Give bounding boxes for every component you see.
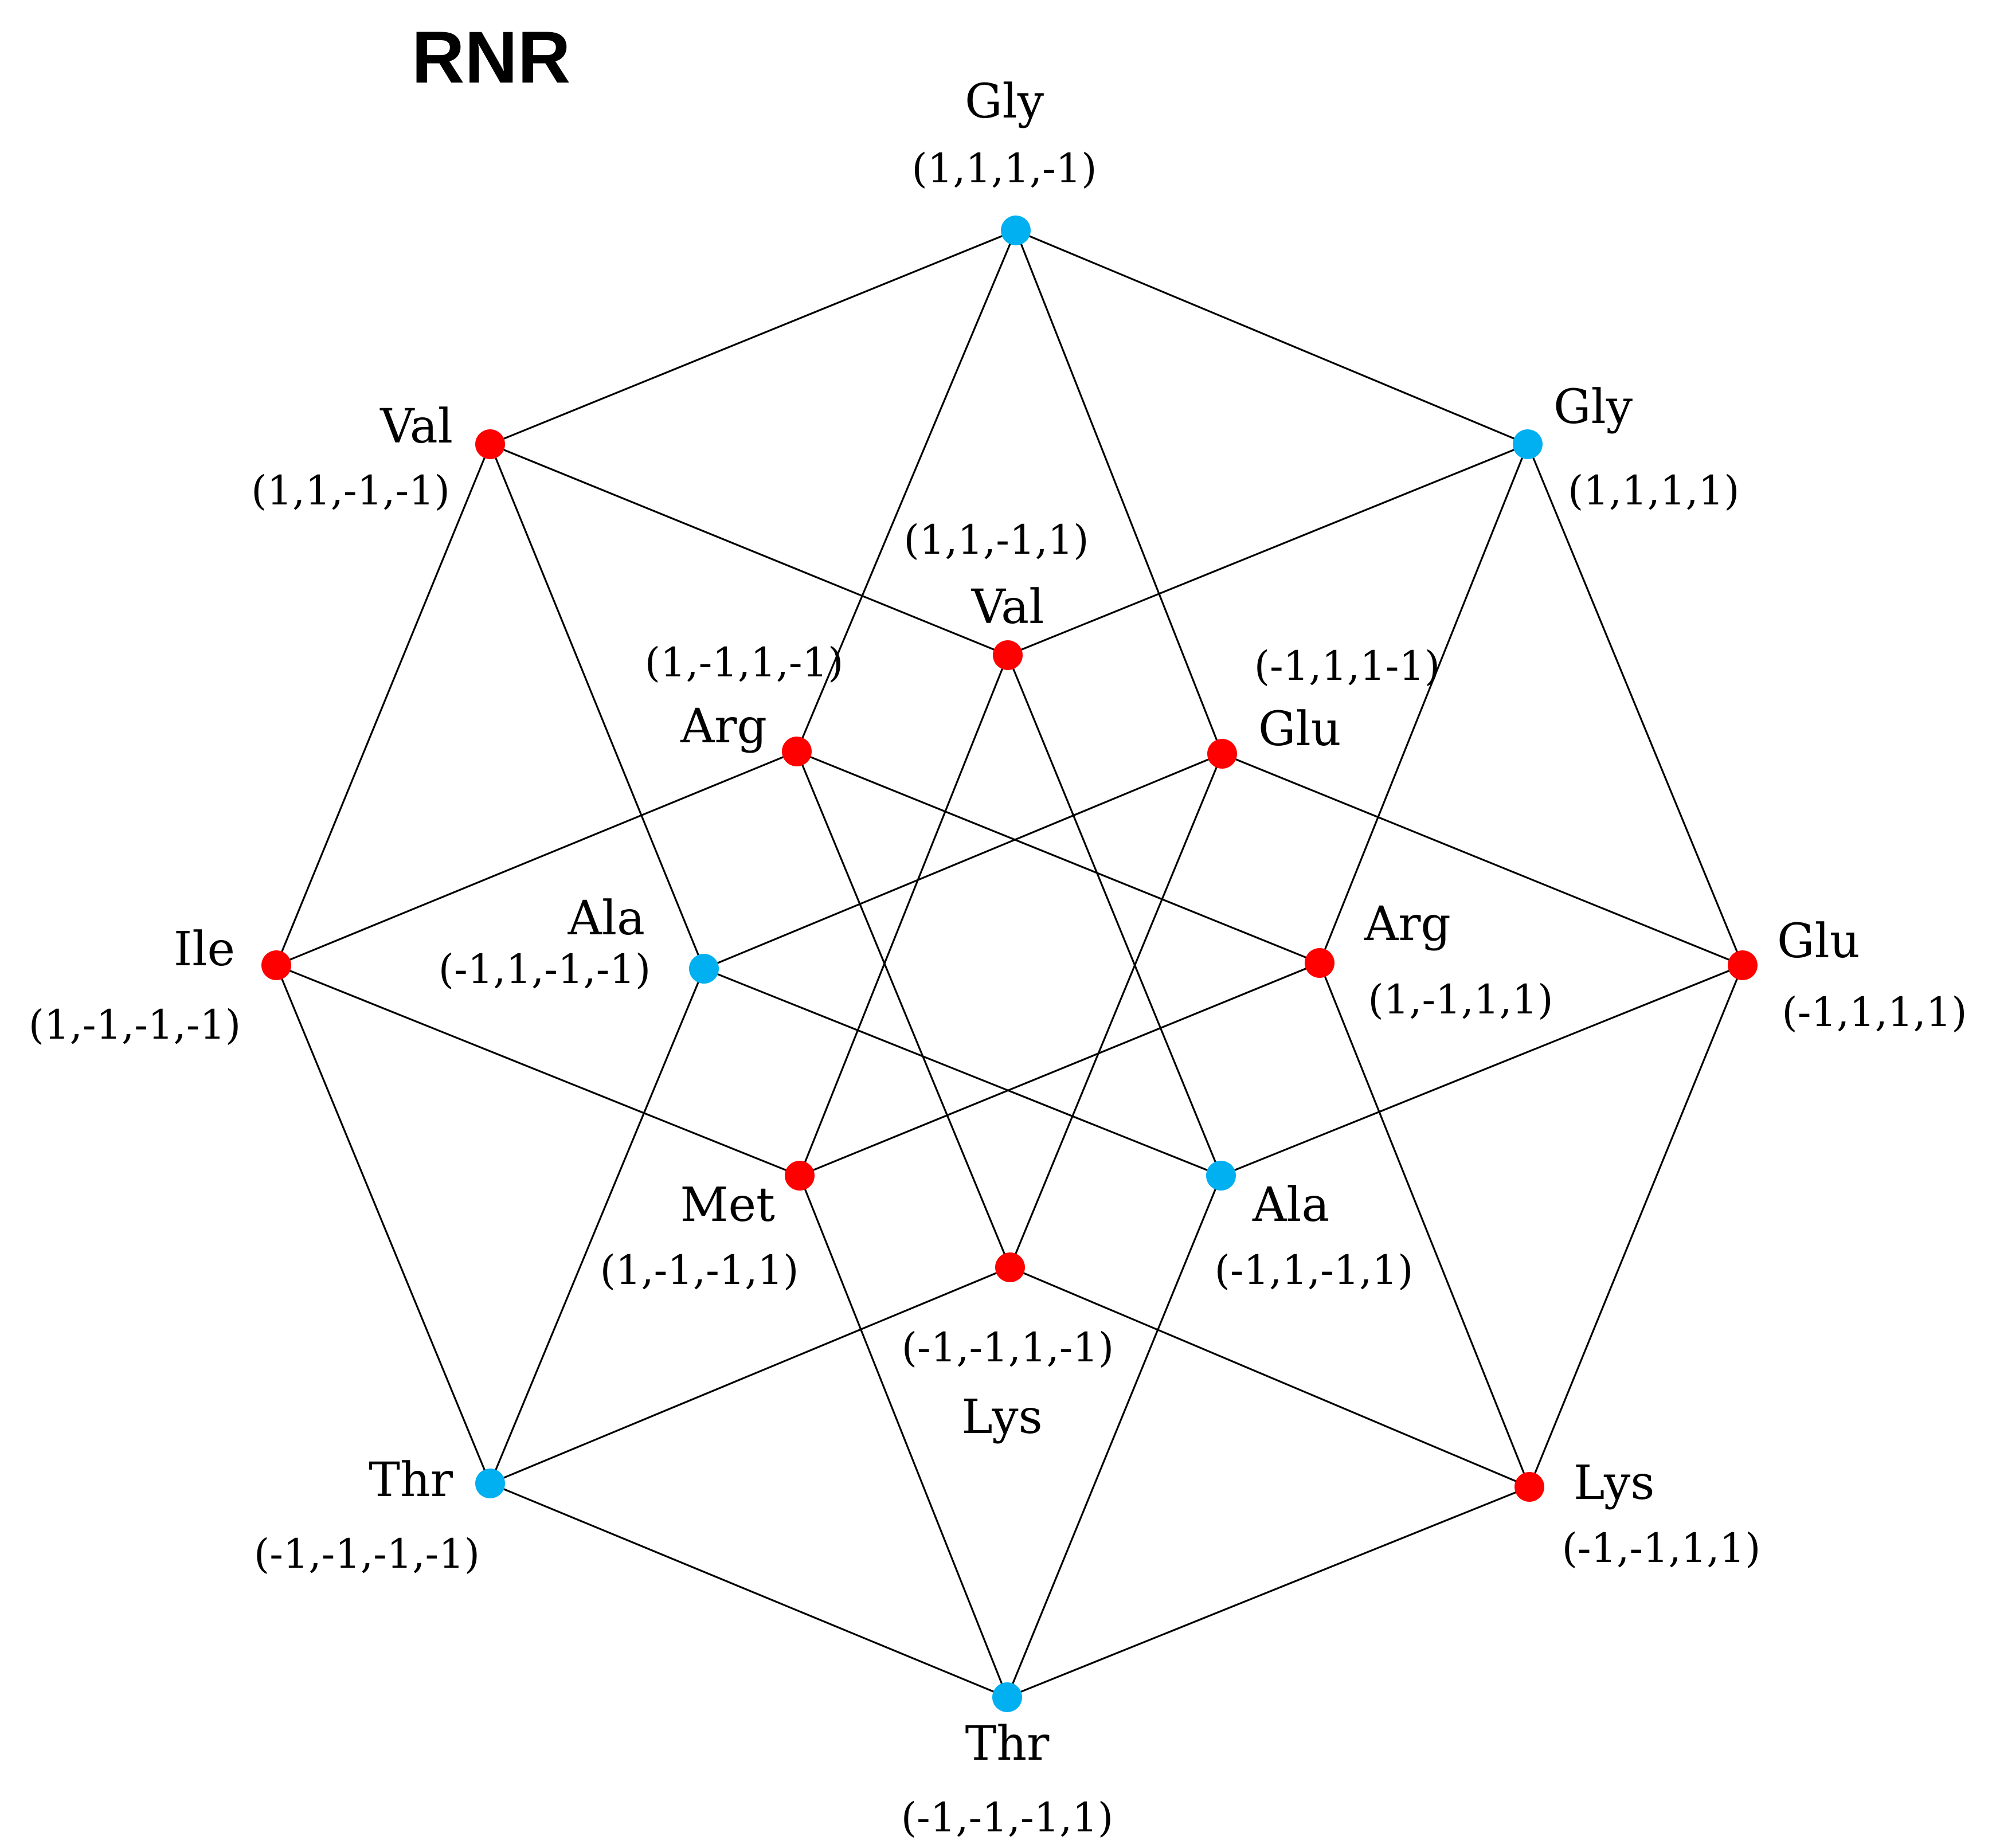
node-coord-n15: (-1,-1,1,1) [1562, 1525, 1761, 1572]
node-name-n2: Val [379, 400, 453, 454]
edge-n8-n12 [703, 968, 1222, 1177]
node-name-n1: Gly [965, 75, 1044, 129]
node-coord-n4: (1,1,-1,1) [903, 516, 1089, 563]
node-dot-n13 [995, 1252, 1025, 1282]
node-dot-n6 [1207, 739, 1237, 769]
edge-n5-n9 [796, 750, 1321, 964]
node-name-n15: Lys [1574, 1456, 1654, 1510]
edge-n7-n11 [275, 964, 801, 1177]
node-dot-n14 [475, 1469, 505, 1498]
edge-n9-n11 [799, 962, 1321, 1177]
edge-n4-n11 [799, 654, 1009, 1177]
node-dot-n16 [992, 1682, 1022, 1712]
label-layer: Gly (1,1,1,-1) Val (1,1,-1,-1) Gly (1,1,1,1) V… [29, 75, 1967, 1841]
node-name-n12: Ala [1252, 1178, 1329, 1232]
edge-n5-n7 [275, 750, 798, 966]
node-name-n14: Thr [369, 1453, 453, 1508]
edge-n1-n5 [796, 229, 1017, 753]
node-name-n6: Glu [1258, 702, 1341, 757]
edge-n10-n12 [1220, 964, 1744, 1177]
node-name-n8: Ala [568, 891, 645, 946]
edge-layer [275, 229, 1744, 1698]
node-dot-n4 [993, 640, 1023, 670]
edge-n1-n6 [1015, 229, 1223, 755]
edge-n5-n13 [796, 750, 1011, 1268]
node-coord-n8: (-1,1,-1,-1) [439, 946, 651, 993]
edge-n4-n12 [1007, 654, 1222, 1177]
node-dot-n12 [1206, 1161, 1236, 1191]
edge-n12-n16 [1006, 1174, 1222, 1698]
edge-n14-n16 [489, 1482, 1008, 1698]
node-coord-n3: (1,1,1,1) [1568, 467, 1740, 514]
node-dot-n1 [1001, 216, 1031, 245]
edge-n1-n2 [489, 229, 1017, 445]
edge-n13-n15 [1009, 1266, 1531, 1488]
node-name-n16: Thr [965, 1717, 1050, 1771]
node-dot-n2 [475, 429, 505, 459]
node-dot-n3 [1513, 429, 1543, 459]
edge-n10-n15 [1528, 964, 1744, 1488]
node-coord-n16: (-1,-1,-1,1) [901, 1794, 1113, 1841]
node-coord-n11: (1,-1,-1,1) [600, 1247, 799, 1294]
node-dot-n7 [261, 950, 291, 980]
edge-n9-n15 [1318, 962, 1531, 1488]
edge-n2-n7 [275, 443, 491, 966]
node-name-n4: Val [971, 580, 1044, 635]
node-coord-n6: (-1,1,1-1) [1254, 643, 1441, 690]
node-coord-n9: (1,-1,1,1) [1368, 976, 1553, 1023]
edge-n11-n16 [799, 1174, 1008, 1698]
node-dot-n8 [689, 954, 719, 984]
edge-n8-n14 [489, 968, 705, 1485]
node-name-n13: Lys [961, 1390, 1042, 1444]
node-coord-n1: (1,1,1,-1) [911, 145, 1097, 192]
edge-n15-n16 [1006, 1486, 1531, 1698]
edge-n2-n8 [489, 443, 705, 970]
node-dot-n11 [785, 1161, 815, 1191]
node-name-n5: Arg [680, 699, 767, 754]
node-coord-n10: (-1,1,1,1) [1782, 989, 1967, 1036]
edge-n3-n4 [1007, 443, 1529, 656]
node-layer [261, 216, 1758, 1712]
node-coord-n13: (-1,-1,1,-1) [902, 1324, 1114, 1371]
node-name-n9: Arg [1364, 897, 1451, 952]
node-coord-n5: (1,-1,1,-1) [645, 639, 844, 686]
edge-n2-n4 [489, 443, 1009, 656]
edge-n7-n14 [275, 964, 491, 1485]
node-name-n3: Gly [1553, 380, 1633, 434]
node-name-n7: Ile [174, 922, 235, 977]
node-dot-n15 [1514, 1472, 1544, 1502]
node-coord-n12: (-1,1,-1,1) [1215, 1247, 1414, 1294]
edge-n3-n10 [1527, 443, 1744, 966]
node-name-n11: Met [680, 1178, 775, 1232]
node-coord-n14: (-1,-1,-1,-1) [254, 1530, 480, 1577]
node-dot-n10 [1728, 950, 1758, 980]
node-dot-n9 [1305, 948, 1334, 978]
node-coord-n7: (1,-1,-1,-1) [29, 1001, 241, 1048]
edge-n6-n13 [1009, 753, 1223, 1268]
node-name-n10: Glu [1777, 914, 1860, 969]
edge-n1-n3 [1015, 229, 1529, 445]
edge-n6-n10 [1221, 753, 1744, 966]
edge-n13-n14 [489, 1266, 1011, 1485]
node-coord-n2: (1,1,-1,-1) [251, 467, 450, 514]
node-dot-n5 [782, 737, 812, 766]
edge-n6-n8 [703, 753, 1223, 970]
diagram-title: RNR [412, 17, 570, 99]
edge-n3-n9 [1318, 443, 1529, 964]
